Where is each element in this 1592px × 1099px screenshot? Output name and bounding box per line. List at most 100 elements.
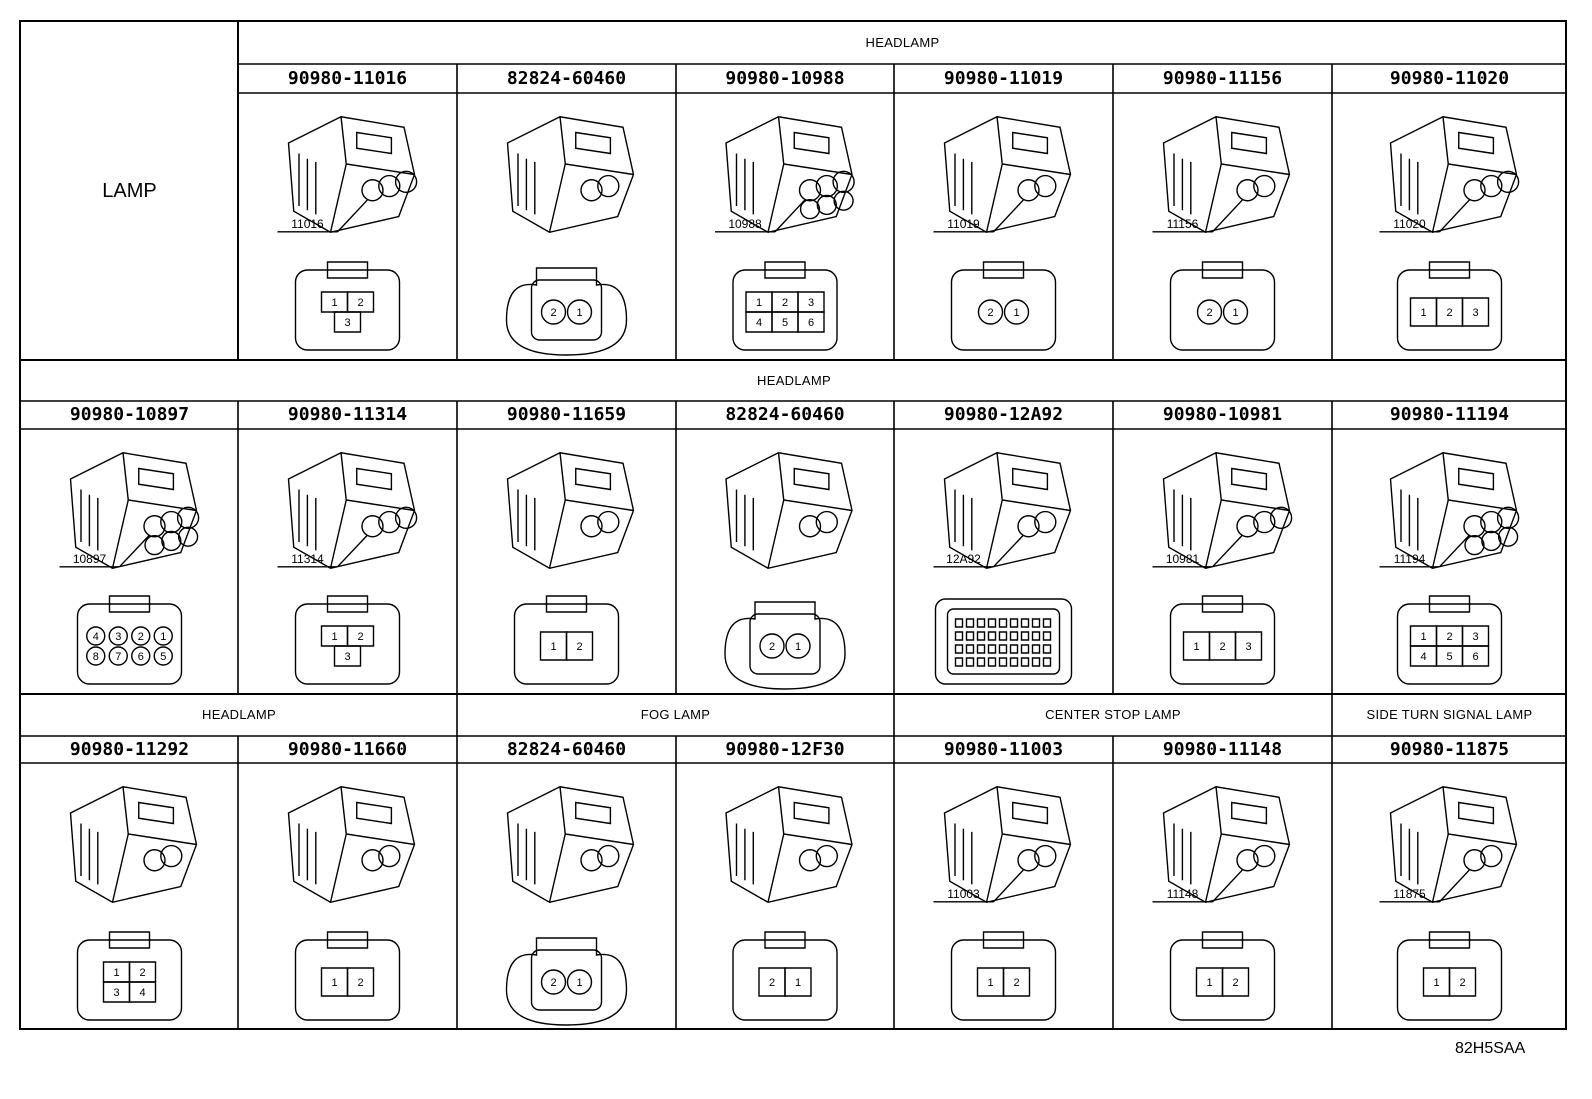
pin-number: 2 (550, 977, 556, 989)
part-number: 90980-11003 (943, 739, 1064, 760)
callout-label: 11020 (1393, 217, 1426, 231)
pin-number: 1 (331, 297, 337, 309)
pin-number: 1 (331, 977, 337, 989)
pin-number: 1 (756, 297, 762, 309)
pin-number: 3 (344, 317, 350, 329)
part-number: 90980-11292 (69, 739, 190, 760)
part-number: 90980-11019 (943, 68, 1064, 89)
part-number: 90980-10981 (1162, 404, 1283, 425)
section-title: SIDE TURN SIGNAL LAMP (1366, 707, 1533, 722)
pin-number: 6 (808, 317, 814, 329)
pin-number: 2 (1232, 977, 1238, 989)
part-number: 90980-12F30 (725, 739, 845, 760)
pin-number: 2 (1459, 977, 1465, 989)
part-number: 90980-11314 (287, 404, 408, 425)
pin-number: 3 (1245, 641, 1251, 653)
callout-label: 11314 (291, 552, 324, 566)
drawing-code: 82H5SAA (1455, 1040, 1526, 1057)
pin-number: 1 (1193, 641, 1199, 653)
pin-number: 1 (331, 631, 337, 643)
pin-number: 8 (93, 651, 99, 663)
callout-label: 12A92 (946, 552, 981, 566)
pin-number: 2 (357, 297, 363, 309)
pin-number: 2 (138, 631, 144, 643)
connector-drawing: 1 2 11148 (1113, 763, 1332, 1030)
connector-drawing: 1 23 11314 (238, 429, 457, 694)
table-grid (21, 22, 1565, 1028)
callout-label: 11156 (1167, 217, 1199, 231)
pin-number: 1 (1420, 307, 1426, 319)
pin-number: 5 (782, 317, 788, 329)
pin-number: 2 (782, 297, 788, 309)
section-title: CENTER STOP LAMP (1045, 707, 1181, 722)
pin-number: 2 (1446, 307, 1452, 319)
lamp-label: LAMP (102, 180, 157, 202)
pin-number: 3 (115, 631, 121, 643)
pin-number: 2 (357, 631, 363, 643)
pin-number: 1 (576, 307, 582, 319)
pin-number: 1 (1013, 307, 1019, 319)
part-number: 90980-11020 (1389, 68, 1510, 89)
callout-label: 10988 (728, 217, 762, 231)
part-number: 82824-60460 (725, 404, 845, 425)
part-number: 90980-11875 (1389, 739, 1510, 760)
pin-number: 7 (115, 651, 121, 663)
part-number: 90980-11659 (506, 404, 627, 425)
section-title: HEADLAMP (757, 373, 831, 388)
callout-label: 11016 (291, 217, 324, 231)
part-number: 90980-11016 (287, 68, 408, 89)
connector-drawing: 12A92 (894, 429, 1113, 694)
part-number: 90980-11194 (1389, 404, 1510, 425)
pin-number: 4 (1420, 651, 1426, 663)
callout-label: 11148 (1167, 887, 1199, 901)
connector-drawing: 1 2 11003 (894, 763, 1113, 1030)
pin-number: 1 (550, 641, 556, 653)
part-number: 90980-11660 (287, 739, 408, 760)
pin-number: 6 (138, 651, 144, 663)
pin-number: 1 (1206, 977, 1212, 989)
pin-number: 5 (160, 651, 166, 663)
pin-number: 3 (1472, 307, 1478, 319)
callout-label: 10897 (73, 552, 107, 566)
pin-number: 2 (139, 967, 145, 979)
pin-number: 1 (1420, 631, 1426, 643)
part-number: 90980-11156 (1162, 68, 1283, 89)
pin-number: 1 (1232, 307, 1238, 319)
callout-label: 11875 (1393, 887, 1426, 901)
pin-number: 2 (1219, 641, 1225, 653)
pin-number: 3 (344, 651, 350, 663)
connector-drawing: 1 2 3 11020 (1332, 93, 1567, 360)
callout-label: 11019 (947, 217, 980, 231)
section-title: HEADLAMP (202, 707, 276, 722)
pin-number: 2 (1013, 977, 1019, 989)
pin-number: 1 (987, 977, 993, 989)
pin-number: 4 (93, 631, 99, 643)
pin-number: 6 (1472, 651, 1478, 663)
part-number: 90980-10897 (69, 404, 190, 425)
connector-drawing: 1 23 11016 (238, 93, 457, 360)
pin-number: 2 (769, 641, 775, 653)
pin-number: 1 (795, 641, 801, 653)
pin-number: 3 (113, 987, 119, 999)
callout-label: 11194 (1394, 552, 1426, 566)
pin-number: 5 (1446, 651, 1452, 663)
part-number: 90980-11148 (1162, 739, 1283, 760)
section-title: FOG LAMP (640, 707, 711, 722)
part-number: 82824-60460 (506, 739, 627, 760)
callout-label: 11003 (947, 887, 980, 901)
pin-number: 1 (113, 967, 119, 979)
pin-number: 2 (357, 977, 363, 989)
pin-number: 3 (1472, 631, 1478, 643)
pin-number: 4 (756, 317, 762, 329)
part-number: 90980-10988 (725, 68, 845, 89)
pin-number: 2 (550, 307, 556, 319)
